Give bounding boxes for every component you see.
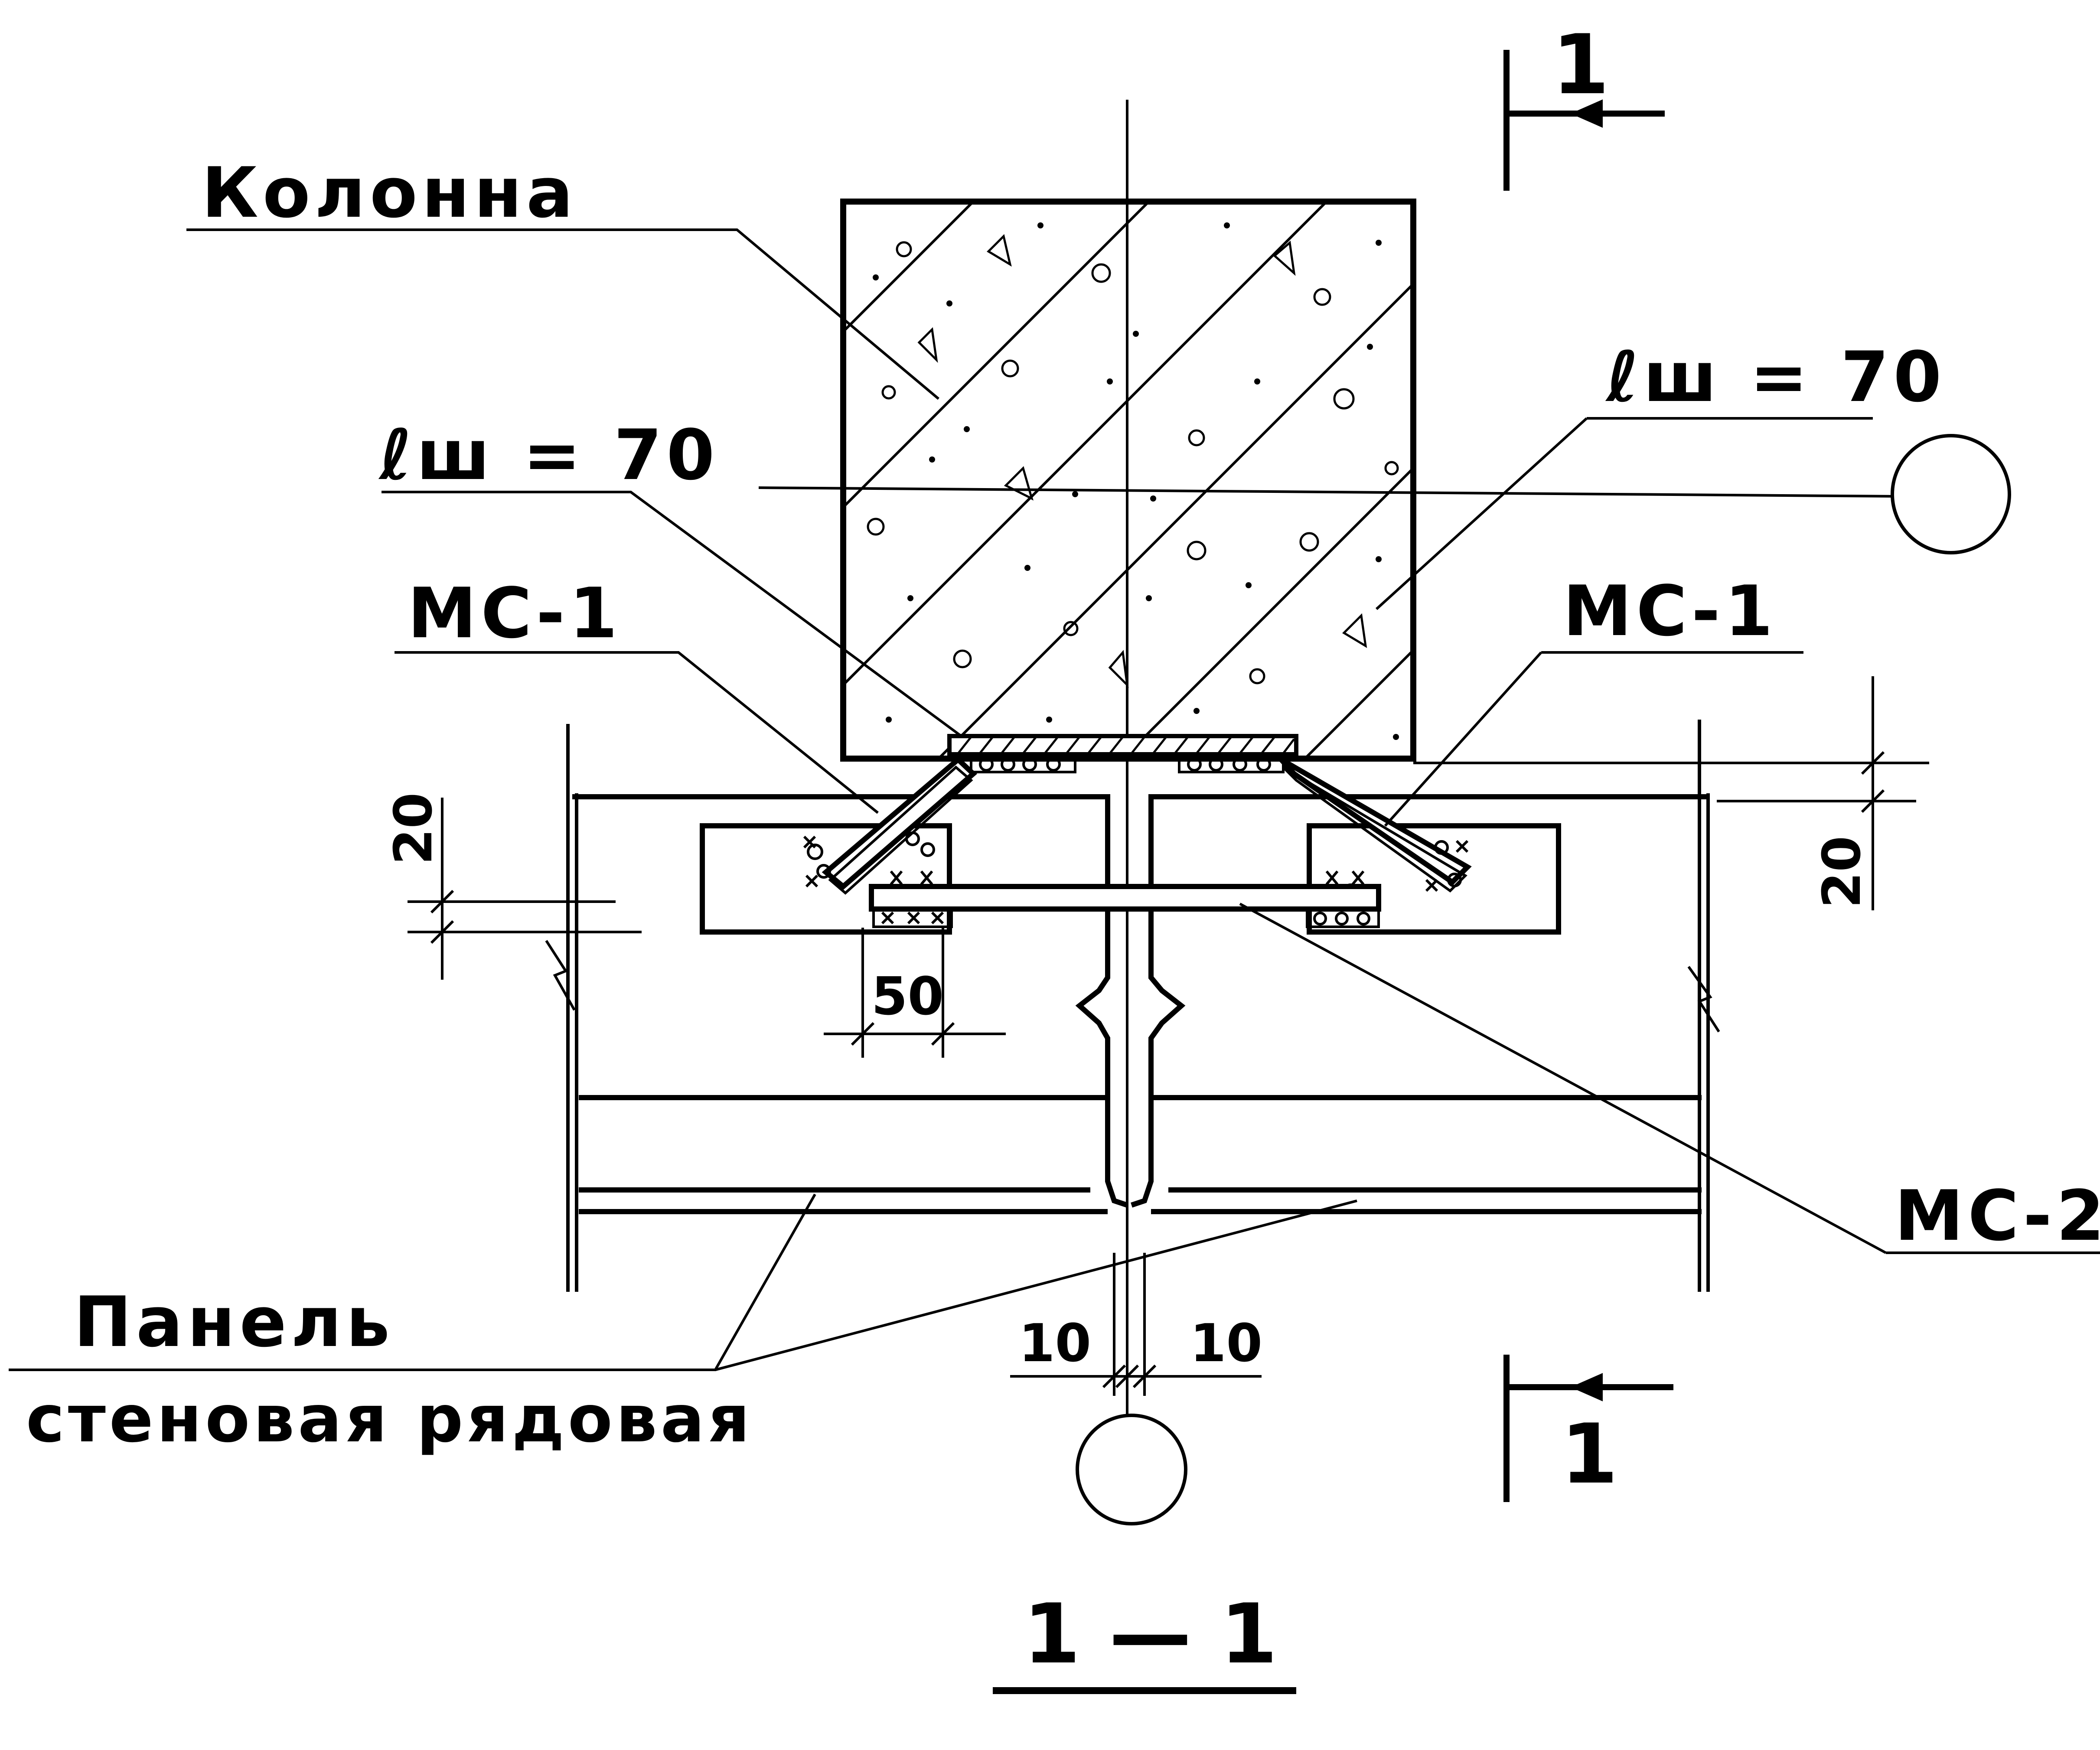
leader-mc1-right [1384, 651, 1803, 827]
leader-mc2 [1239, 903, 2100, 1254]
section-title: 1 — 1 [1023, 1586, 1278, 1682]
break-marks [545, 940, 1720, 1033]
panel-edges [566, 720, 1710, 1292]
embedded-plate [947, 734, 1298, 773]
label-mc1-right: МС-1 [1563, 570, 1777, 652]
plate-mc1-left [803, 756, 977, 895]
column-hatching [843, 202, 1413, 759]
dim-10-right: 10 [1190, 1313, 1262, 1374]
label-panel: Панель [74, 1281, 394, 1362]
section-mark-bottom: 1 [1561, 1406, 1618, 1502]
leader-mc1-left [395, 651, 879, 814]
weld-beads-top [970, 755, 1285, 773]
panel-left-recess [700, 823, 952, 935]
horizontal-axis-line [758, 486, 1899, 498]
leader-lines [9, 228, 2100, 1371]
dim-50: 50 [871, 967, 944, 1027]
dim-20-left: 20 [384, 792, 444, 865]
concrete-aggregate [867, 234, 1399, 688]
wall-panels [572, 794, 1708, 1214]
label-mc2: МС-2 [1895, 1175, 2100, 1256]
label-panel-type: стеновая рядовая [26, 1382, 753, 1457]
leader-panel [9, 1193, 1357, 1371]
dim-20-right: 20 [1812, 836, 1872, 908]
label-weld-length-left: ℓш = 70 [378, 414, 719, 495]
concrete-dots [873, 222, 1399, 740]
section-cut-top [1503, 50, 1665, 191]
axis-marker-right [1891, 434, 2011, 554]
axis-lines [758, 100, 1899, 1448]
section-mark-top: 1 [1552, 17, 1609, 113]
section-cut-bottom [1503, 1355, 1673, 1502]
dimension-lines [408, 676, 1929, 1396]
leader-column [186, 228, 939, 400]
panel-left-outline [572, 794, 1128, 1214]
label-weld-length-right: ℓш = 70 [1605, 336, 1946, 417]
leader-weld-right [1375, 417, 1873, 610]
axis-marker-bottom [1076, 1414, 1187, 1525]
leader-weld-left [382, 491, 963, 738]
dim-10-left: 10 [1019, 1313, 1091, 1374]
plate-mc2 [869, 870, 1381, 928]
label-mc1-left: МС-1 [408, 573, 622, 654]
label-column: Колонна [202, 152, 577, 233]
panel-right-outline [1131, 794, 1708, 1214]
